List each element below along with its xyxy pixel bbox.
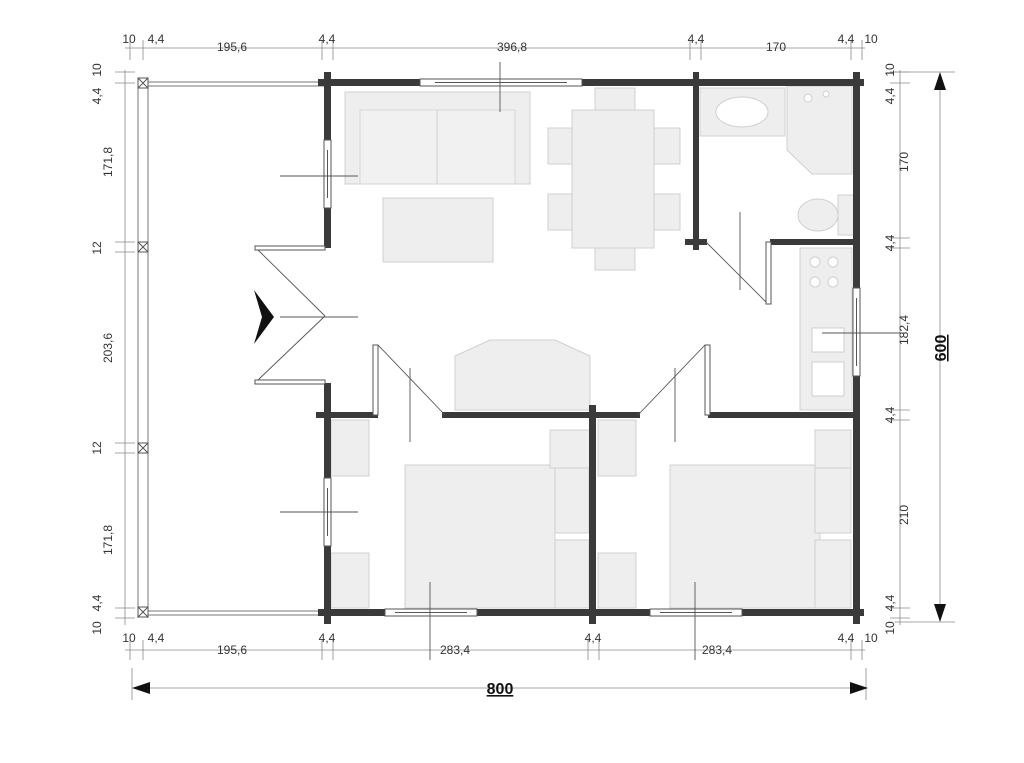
window-kitchen	[852, 287, 861, 377]
dim-top-4: 4,4	[319, 32, 336, 46]
dim-left-9: 10	[90, 621, 104, 635]
dim-bottom-1: 10	[122, 631, 136, 645]
bedroom-2-furniture	[597, 419, 852, 609]
bedroom-1-furniture	[330, 419, 591, 609]
wall-bedroom-2-top	[708, 412, 860, 418]
dim-right-6: 4,4	[883, 406, 897, 423]
entrance-arrow-icon	[254, 290, 274, 344]
wall-top	[318, 79, 864, 86]
coffee-table	[382, 197, 494, 263]
wall-bedroom-divider	[589, 405, 596, 624]
wall-bathroom	[693, 72, 699, 250]
dim-left-5: 203,6	[101, 333, 115, 363]
dimension-labels-left: 10 4,4 171,8 12 203,6 12 171,8 4,4 10	[90, 63, 115, 635]
sofa	[344, 91, 531, 185]
dim-top-7: 170	[766, 40, 786, 54]
furniture	[330, 85, 855, 609]
dim-left-3: 171,8	[101, 147, 115, 177]
dim-bottom-5: 283,4	[440, 643, 470, 657]
dimension-labels-right: 10 4,4 170 4,4 182,4 4,4 210 4,4 10	[883, 63, 911, 635]
terrace-post-4	[137, 606, 149, 618]
terrace-post-1	[137, 77, 149, 89]
dining-set	[547, 87, 681, 271]
bedroom-1-door	[372, 344, 446, 416]
dim-right-9: 10	[883, 621, 897, 635]
cabinet	[454, 339, 591, 411]
dim-top-9: 10	[864, 32, 878, 46]
dim-right-7: 210	[897, 505, 911, 525]
window-left-upper	[323, 139, 332, 209]
dimension-labels-top: 10 4,4 195,6 4,4 396,8 4,4 170 4,4 10	[122, 32, 878, 54]
bedroom-2-door	[637, 344, 711, 416]
dim-top-3: 195,6	[217, 40, 247, 54]
dim-bottom-7: 283,4	[702, 643, 732, 657]
bathroom-door	[705, 241, 772, 305]
dimension-labels-bottom: 10 4,4 195,6 4,4 283,4 4,4 283,4 4,4 10	[122, 631, 878, 657]
shower	[786, 85, 853, 175]
terrace	[137, 77, 325, 618]
terrace-post-3	[137, 442, 149, 454]
kitchen-counter	[799, 247, 853, 411]
dim-top-8: 4,4	[838, 32, 855, 46]
doors	[254, 241, 772, 416]
dimension-lines	[115, 40, 955, 700]
leader-lines	[280, 62, 905, 660]
dim-bottom-2: 4,4	[148, 631, 165, 645]
terrace-post-2	[137, 241, 149, 253]
dim-left-2: 4,4	[90, 87, 104, 104]
dim-bottom-9: 10	[864, 631, 878, 645]
dim-bottom-4: 4,4	[319, 631, 336, 645]
total-depth-label: 600	[933, 335, 950, 362]
dim-left-7: 171,8	[101, 525, 115, 555]
dim-top-5: 396,8	[497, 40, 527, 54]
bathroom-fixtures	[699, 85, 855, 236]
dim-right-4: 4,4	[883, 234, 897, 251]
total-width-label: 800	[487, 681, 514, 698]
dim-right-8: 4,4	[883, 594, 897, 611]
dim-right-5: 182,4	[897, 315, 911, 345]
dim-left-1: 10	[90, 63, 104, 77]
dim-left-4: 12	[90, 241, 104, 255]
entrance-door	[254, 245, 326, 385]
dim-left-6: 12	[90, 441, 104, 455]
dim-right-3: 170	[897, 152, 911, 172]
dim-left-8: 4,4	[90, 594, 104, 611]
dim-right-1: 10	[883, 63, 897, 77]
dim-top-1: 10	[122, 32, 136, 46]
dim-top-6: 4,4	[688, 32, 705, 46]
wall-bathroom-bottom	[770, 239, 860, 245]
dim-right-2: 4,4	[883, 87, 897, 104]
window-bedroom-1	[384, 608, 478, 617]
window-bedroom-2	[649, 608, 743, 617]
toilet	[797, 194, 855, 236]
dim-bottom-6: 4,4	[585, 631, 602, 645]
dim-top-2: 4,4	[148, 32, 165, 46]
wall-bedroom-1-top	[316, 412, 378, 418]
dim-bottom-3: 195,6	[217, 643, 247, 657]
dim-bottom-8: 4,4	[838, 631, 855, 645]
window-top	[419, 78, 583, 87]
